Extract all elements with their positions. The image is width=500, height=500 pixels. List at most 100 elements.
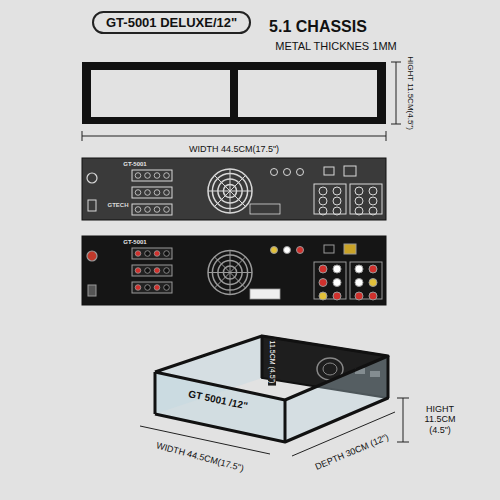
terminal-post xyxy=(164,173,170,179)
speaker-terminal xyxy=(132,265,172,276)
rca-jack xyxy=(369,207,377,215)
terminal-post xyxy=(154,251,160,257)
terminal-post xyxy=(154,173,160,179)
power-switch xyxy=(87,173,97,183)
edge xyxy=(284,400,287,442)
spec-note: METAL THICKNES 1MM xyxy=(275,40,396,53)
front-glass xyxy=(155,372,285,442)
terminal-post xyxy=(145,190,151,196)
terminal-post xyxy=(135,173,141,179)
terminal-post xyxy=(145,268,151,274)
terminal-post xyxy=(154,285,160,291)
hdmi-port xyxy=(344,166,356,176)
rca-jack xyxy=(355,279,363,287)
dimension-label: WIDTH 44.5CM(17.5") xyxy=(189,144,279,154)
knob xyxy=(297,247,304,254)
speaker-terminal xyxy=(132,248,172,259)
terminal-post xyxy=(164,268,170,274)
dimension-label: HIGHT 11.5CM (4.5") xyxy=(414,404,466,435)
dimension-line xyxy=(403,398,404,442)
terminal-post xyxy=(154,190,160,196)
terminal-post xyxy=(154,268,160,274)
dimension-tick xyxy=(386,131,387,141)
rca-jack xyxy=(319,207,327,215)
edge xyxy=(261,336,264,378)
terminal-post xyxy=(135,251,141,257)
label-plate xyxy=(250,204,280,214)
speaker-terminal xyxy=(132,204,172,215)
terminal-post xyxy=(154,207,160,213)
fan-cutout xyxy=(323,363,337,375)
dimension-label: HIGHT 11.5CM(4.5") xyxy=(405,56,414,130)
rca-block xyxy=(314,184,346,214)
rca-jack xyxy=(369,187,377,195)
fan-strut xyxy=(214,257,245,288)
speaker-terminal xyxy=(132,282,172,293)
rca-block xyxy=(350,262,382,299)
rca-jack xyxy=(333,197,341,205)
rca-jack xyxy=(319,187,327,195)
rca-jack xyxy=(355,207,363,215)
edge xyxy=(154,372,157,414)
dimension-label: 11.5CM (4.5") xyxy=(268,339,276,386)
terminal-post xyxy=(145,285,151,291)
panel-plate xyxy=(82,158,386,220)
knob xyxy=(284,169,291,176)
dimension-line xyxy=(396,62,397,124)
width-dimension xyxy=(82,131,386,141)
rca-jack xyxy=(355,292,363,300)
rca-jack xyxy=(369,279,377,287)
side-glass xyxy=(285,356,388,442)
terminal-post xyxy=(164,285,170,291)
dimension-tick xyxy=(82,131,83,141)
dimension-tick xyxy=(391,124,401,125)
fan-strut xyxy=(214,175,245,206)
model-label: GT-5001 xyxy=(123,161,146,168)
rca-jack xyxy=(355,197,363,205)
rca-jack xyxy=(333,187,341,195)
dimension-tick xyxy=(397,398,409,399)
rca-jack xyxy=(369,292,377,300)
knob xyxy=(297,169,304,176)
terminal-post xyxy=(164,190,170,196)
rca-jack xyxy=(319,292,327,300)
front-frame xyxy=(82,62,386,124)
terminal-post xyxy=(145,173,151,179)
usb-port xyxy=(324,245,334,253)
edge xyxy=(387,356,390,398)
speaker-terminal xyxy=(132,170,172,181)
ac-socket xyxy=(88,200,96,211)
knob xyxy=(271,247,278,254)
rca-jack xyxy=(319,265,327,273)
terminal-post xyxy=(135,285,141,291)
edge xyxy=(155,398,388,442)
rca-jack xyxy=(333,207,341,215)
terminal-post xyxy=(164,207,170,213)
dimension-line xyxy=(82,136,386,137)
brand-label: GTECH xyxy=(108,202,129,209)
rear-panel-drawing xyxy=(82,158,386,220)
rca-jack xyxy=(333,292,341,300)
frame-edges xyxy=(155,336,388,442)
ac-socket xyxy=(88,285,96,296)
rca-block xyxy=(350,184,382,214)
chassis-box xyxy=(155,336,388,442)
speaker-terminal xyxy=(132,187,172,198)
heading: 5.1 CHASSIS xyxy=(269,18,367,36)
height-dimension xyxy=(391,62,401,124)
title-badge: GT-5001 DELUXE/12" xyxy=(92,11,251,34)
rca-jack xyxy=(319,279,327,287)
knob xyxy=(284,247,291,254)
rca-jack xyxy=(333,265,341,273)
rca-jack xyxy=(333,279,341,287)
dimension-tick xyxy=(397,442,409,443)
usb-port xyxy=(324,167,334,175)
knob xyxy=(271,169,278,176)
terminal-post xyxy=(135,190,141,196)
rca-jack xyxy=(355,265,363,273)
dimension-tick xyxy=(391,62,401,63)
rear-panel-render xyxy=(82,236,386,305)
fan-grille xyxy=(208,251,252,295)
